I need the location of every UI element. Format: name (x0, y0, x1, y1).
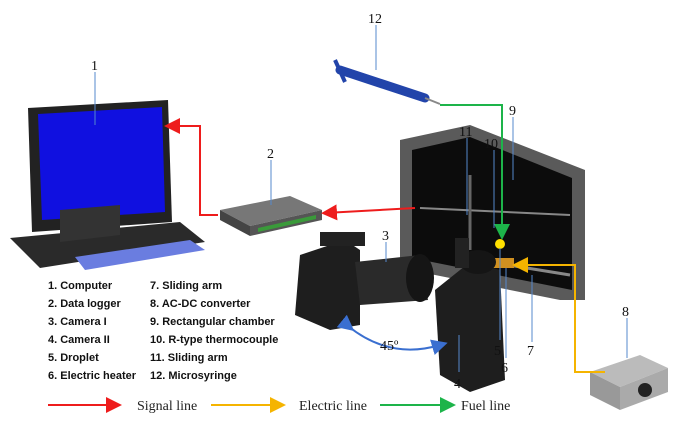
camera-1 (295, 232, 434, 330)
label-3: 3 (382, 229, 389, 244)
label-4: 4 (454, 377, 461, 392)
fuel-line-label: Fuel line (461, 399, 510, 414)
component-3: 3. Camera I (48, 316, 107, 328)
component-9: 9. Rectangular chamber (150, 316, 275, 328)
rectangular-chamber (400, 125, 585, 300)
label-10: 10 (484, 137, 498, 152)
label-5: 5 (494, 344, 501, 359)
component-1: 1. Computer (48, 280, 113, 292)
signal-line-label: Signal line (137, 399, 197, 414)
label-8: 8 (622, 305, 629, 320)
label-7: 7 (527, 344, 534, 359)
label-9: 9 (509, 104, 516, 119)
angle-label: 45º (380, 339, 399, 354)
component-6: 6. Electric heater (48, 370, 137, 382)
ac-dc-converter (590, 355, 668, 410)
signal-line-logger-to-computer (164, 118, 218, 216)
component-4: 4. Camera II (48, 334, 110, 346)
angle-arc (336, 314, 448, 355)
computer (10, 100, 205, 270)
electric-line (512, 257, 605, 373)
electric-line-label: Electric line (299, 399, 367, 414)
droplet (495, 239, 505, 249)
computer-screen (38, 107, 165, 220)
component-10: 10. R-type thermocouple (150, 334, 278, 346)
component-7: 7. Sliding arm (150, 280, 222, 292)
fuel-line (440, 104, 510, 240)
camera-2 (435, 238, 505, 392)
electric-heater (490, 258, 514, 268)
component-8: 8. AC-DC converter (150, 298, 251, 310)
signal-line-chamber-to-logger (321, 204, 416, 221)
microsyringe (333, 59, 441, 105)
label-1: 1 (91, 59, 98, 74)
label-12: 12 (368, 12, 382, 27)
component-2: 2. Data logger (48, 298, 121, 310)
label-6: 6 (501, 361, 508, 376)
label-11: 11 (459, 125, 472, 140)
component-list: 1. Computer 2. Data logger 3. Camera I 4… (48, 280, 278, 382)
component-11: 11. Sliding arm (150, 352, 228, 364)
component-12: 12. Microsyringe (150, 370, 237, 382)
label-2: 2 (267, 147, 274, 162)
data-logger (220, 196, 322, 236)
component-5: 5. Droplet (48, 352, 99, 364)
line-legend: Signal line Electric line Fuel line (48, 397, 510, 414)
